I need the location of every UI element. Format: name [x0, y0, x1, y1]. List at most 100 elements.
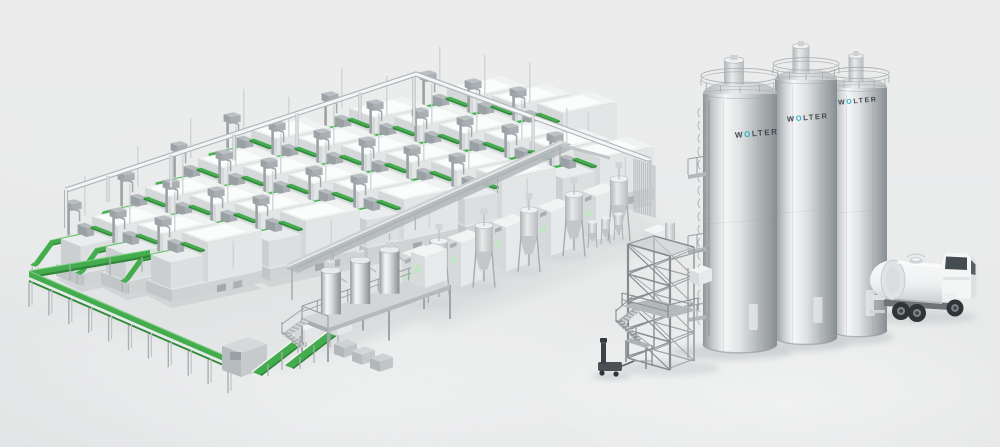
dosing-station-part [588, 233, 597, 241]
incline-conveyor-part-part [305, 324, 320, 344]
mezzanine-platform-part-part [424, 249, 447, 288]
drying-unit-part [450, 255, 457, 265]
main-conveyor-part [29, 250, 150, 276]
silo-3-part [853, 51, 859, 56]
mezzanine-stairs-part [286, 335, 294, 340]
injection-molding-machine-part [293, 166, 353, 183]
injection-molding-machine-part [264, 164, 276, 171]
injection-molding-machine-part-part [384, 162, 409, 172]
mezzanine-stairs-part [292, 340, 300, 344]
injection-molding-machine-part-part [236, 137, 246, 150]
injection-molding-machine-part-part [143, 196, 168, 206]
mezzanine-platform-part-part [370, 353, 393, 362]
silo-ladder-part [697, 133, 701, 144]
service-tower-part [622, 299, 698, 318]
machine-hall [30, 46, 654, 308]
injection-molding-machine-part [436, 153, 496, 170]
tower-stairs-part [621, 318, 629, 323]
dosing-station-part [588, 222, 597, 233]
injection-molding-machine-part [376, 199, 401, 211]
row-conveyor-lane-part [120, 278, 130, 283]
tanker-truck-part [893, 298, 942, 304]
service-tower-part-part [699, 269, 712, 286]
mezzanine-platform-part [350, 260, 371, 305]
drying-unit-part [405, 257, 412, 264]
dosing-station-part [614, 214, 623, 225]
service-tower-part [653, 235, 695, 248]
dosing-station-part [601, 218, 610, 229]
dosing-station-part [600, 228, 603, 245]
dosing-station-part [595, 232, 598, 249]
injection-molding-machine-part-part [477, 101, 495, 107]
drying-units-row-part [665, 222, 675, 240]
tanker-truck-part [915, 311, 919, 315]
injection-molding-machine-part-part [105, 239, 159, 255]
injection-molding-machine-part-part [334, 116, 344, 129]
injection-molding-machine-part [97, 208, 157, 225]
drying-unit-part [475, 251, 493, 270]
injection-molding-machine-part-part [101, 272, 127, 294]
silo-2-part [772, 57, 840, 71]
drying-unit-part [491, 251, 496, 288]
injection-molding-machine-part-part [228, 174, 238, 187]
injection-molding-machine-part [272, 127, 284, 134]
injection-molding-machine-part-part [363, 198, 373, 211]
injection-molding-machine-part [317, 135, 329, 142]
silo-brand-accent: O [846, 98, 854, 106]
drying-unit-part [435, 224, 443, 230]
injection-molding-machine-part-part [233, 213, 254, 224]
mezzanine-platform-part-part [410, 243, 447, 257]
silo-1-part [700, 67, 780, 84]
overhead-pipe-system-part [65, 72, 651, 192]
injection-molding-machine-part-part [432, 95, 442, 108]
silo-ladder-part [688, 315, 706, 322]
silo-ladder-part [688, 172, 706, 179]
silo-ladder-part [697, 198, 701, 209]
injection-molding-machine-part-part [379, 124, 389, 137]
injection-molding-machine-part-part [180, 242, 201, 253]
tanker-truck-part [953, 306, 957, 310]
row-conveyor-lane-part [123, 256, 141, 279]
injection-molding-machine-part [309, 172, 321, 179]
injection-molding-machine-part-part [331, 192, 352, 203]
silo-ladder-part [697, 237, 701, 248]
drying-unit [447, 208, 499, 292]
injection-molding-machine-part [579, 140, 639, 157]
injection-molding-machine-part-part [482, 142, 503, 153]
silo-1-part [702, 218, 778, 225]
service-tower-part [627, 291, 655, 301]
dosing-station-part [601, 216, 610, 220]
silo-2-part: WOLTER [787, 111, 829, 124]
injection-molding-machine-part-part [448, 152, 466, 157]
silo-ladder-part [697, 185, 701, 196]
vacuum-pump [592, 338, 652, 380]
injection-molding-machine-part-part [180, 241, 205, 251]
tower-stairs-part [615, 294, 635, 312]
injection-molding-machine-part-part [215, 149, 233, 154]
injection-molding-machine-part [468, 85, 480, 92]
service-tower-part [653, 349, 695, 362]
mezzanine-platform-part-part [302, 275, 450, 328]
injection-molding-machine-part [407, 151, 419, 158]
tanker-truck-part [886, 267, 900, 293]
tower-stairs [615, 294, 653, 369]
tower-stairs-part [627, 314, 635, 318]
injection-molding-machine-part-part [196, 168, 217, 179]
injection-molding-machine-part-part [220, 211, 230, 224]
mezzanine-platform-part [413, 264, 421, 275]
drying-unit-part [480, 208, 488, 215]
injection-molding-machine-part [513, 93, 525, 100]
injection-molding-machine-part-part [445, 96, 470, 106]
injection-molding-machine-part-part [339, 155, 360, 166]
injection-molding-machine-part-part [469, 138, 487, 144]
mezzanine-stairs-part [287, 330, 294, 334]
mezzanine-platform-part [320, 266, 341, 274]
vacuum-pump-part [621, 360, 635, 367]
mezzanine-platform-part-part [334, 339, 357, 348]
service-tower-part [669, 330, 695, 341]
drying-unit-part-part [492, 214, 527, 228]
tower-stairs-part [615, 319, 637, 339]
silo-1-part [702, 343, 778, 354]
injection-molding-machine-part-part [260, 157, 278, 162]
